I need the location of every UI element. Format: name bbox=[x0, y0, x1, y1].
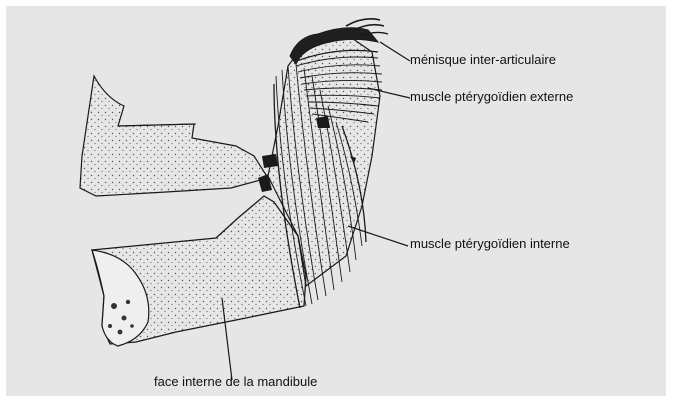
label-pterygoidien-externe: muscle ptérygoïdien externe bbox=[410, 89, 573, 104]
label-face-interne: face interne de la mandibule bbox=[154, 374, 317, 389]
mandible-body bbox=[92, 196, 306, 346]
label-menisque: ménisque inter-articulaire bbox=[410, 52, 556, 67]
anatomical-illustration: ménisque inter-articulaire muscle ptéryg… bbox=[6, 6, 666, 396]
upper-bone-fragment bbox=[80, 76, 268, 196]
mandible-drawing bbox=[6, 6, 666, 396]
label-pterygoidien-interne: muscle ptérygoïdien interne bbox=[410, 236, 570, 251]
